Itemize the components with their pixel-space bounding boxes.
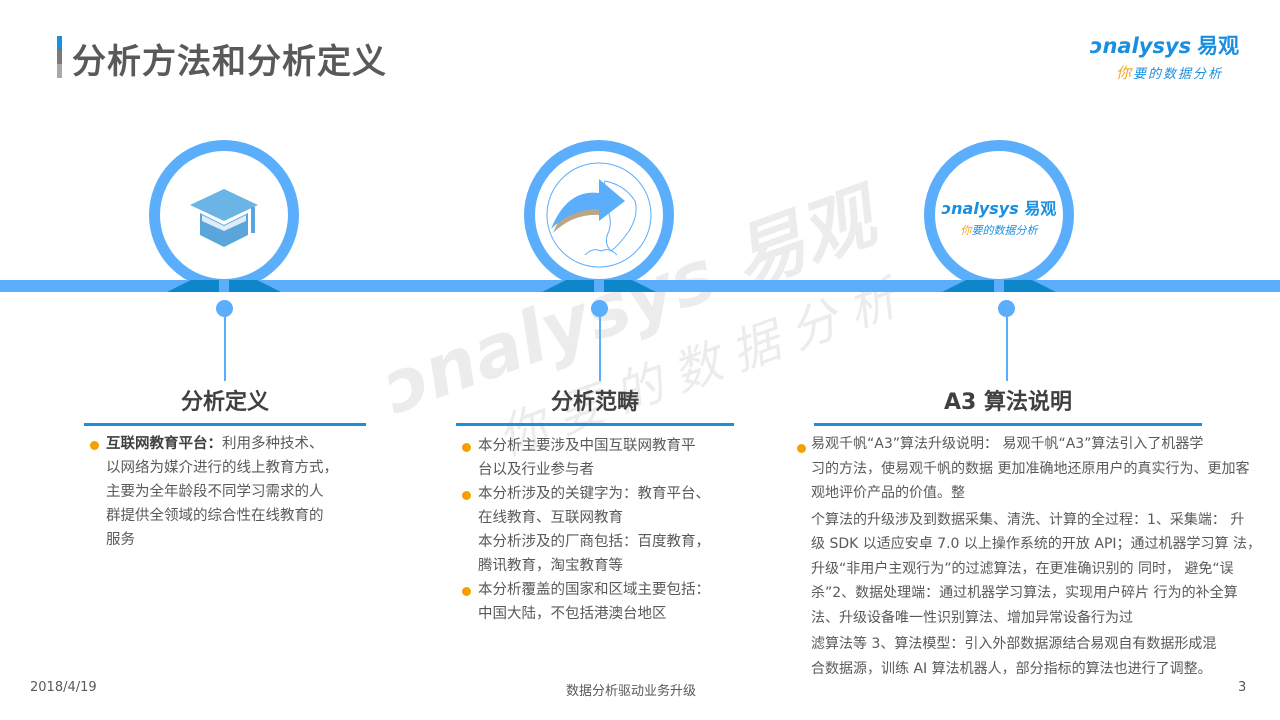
list-item: 本分析涉及的关键字为：教育平台、在线教育、互联网教育	[458, 482, 758, 530]
section-3-dot	[998, 300, 1015, 317]
section-1-dot	[216, 300, 233, 317]
section-2-ring	[524, 140, 674, 290]
section-1-ring	[149, 140, 299, 290]
section-1-content: 互联网教育平台：利用多种技术、 以网络为媒介进行的线上教育方式， 主要为全年龄段…	[86, 432, 386, 552]
bullet-dot-icon	[462, 491, 471, 500]
section-2-dot	[591, 300, 608, 317]
section-3-title: A3 算法说明	[944, 390, 1072, 415]
section-1-title: 分析定义	[180, 390, 269, 415]
section-1-rule	[84, 423, 366, 426]
section-3-content: 易观千帆“A3”算法升级说明： 易观千帆“A3”算法引入了机器学 习的方法，使易…	[797, 432, 1277, 681]
list-item: 易观千帆“A3”算法升级说明： 易观千帆“A3”算法引入了机器学 习的方法，使易…	[797, 432, 1277, 506]
bullet-dot-icon	[462, 443, 471, 452]
section-2-content: 本分析主要涉及中国互联网教育平台以及行业参与者 本分析涉及的关键字为：教育平台、…	[458, 434, 758, 626]
list-item: 本分析主要涉及中国互联网教育平台以及行业参与者	[458, 434, 758, 482]
list-item: 本分析覆盖的国家和区域主要包括：中国大陆，不包括港澳台地区	[458, 578, 758, 626]
section-2-rule	[456, 423, 734, 426]
section-3-ring: ↄnalysys 易观 你要的数据分析	[924, 140, 1074, 290]
globe-arrow-icon	[546, 162, 652, 268]
graduation-cap-icon	[190, 189, 258, 247]
section-2-title: 分析范畴	[550, 390, 639, 415]
title-accent-bar	[57, 36, 62, 78]
footer-tagline: 数据分析驱动业务升级	[566, 684, 697, 699]
list-item: 滤算法等 3、算法模型：引入外部数据源结合易观自有数据形成混 合数据源，训练 A…	[811, 636, 1217, 677]
section-3-rule	[814, 423, 1202, 426]
bullet-dot-icon	[797, 444, 806, 453]
bullet-dot-icon	[462, 587, 471, 596]
bullet-dot-icon	[90, 441, 99, 450]
list-item: 互联网教育平台：利用多种技术、 以网络为媒介进行的线上教育方式， 主要为全年龄段…	[86, 432, 386, 552]
footer-date: 2018/4/19	[30, 680, 97, 695]
list-item: 本分析涉及的厂商包括：百度教育，腾讯教育，淘宝教育等	[478, 534, 710, 574]
page-title: 分析方法和分析定义	[72, 42, 387, 82]
analysys-logo-icon: ↄnalysys 易观 你要的数据分析	[941, 199, 1057, 237]
list-item: 个算法的升级涉及到数据采集、清洗、计算的全过程：1、采集端： 升 级 SDK 以…	[811, 511, 1261, 626]
page-number: 3	[1238, 680, 1247, 695]
